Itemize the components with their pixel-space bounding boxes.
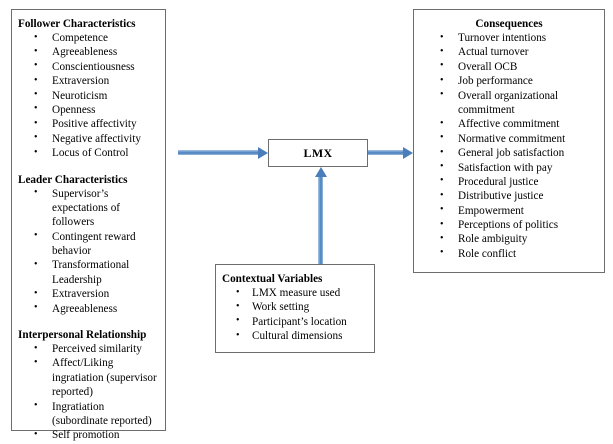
arrowhead-right-icon	[258, 146, 268, 159]
arrow-lmx-to-consequences	[368, 146, 413, 159]
list-item: General job satisfaction	[420, 146, 598, 161]
list-item: Conscientiousness	[18, 59, 159, 74]
list-item: Job performance	[420, 74, 598, 89]
group-leader-characteristics: Leader Characteristics Supervisor’s expe…	[18, 173, 159, 317]
group-follower-characteristics: Follower Characteristics Competence Agre…	[18, 17, 159, 161]
list-item: Negative affectivity	[18, 131, 159, 146]
list-item: Perceptions of politics	[420, 218, 598, 233]
list-item: Normative commitment	[420, 131, 598, 146]
list-item: Extraversion	[18, 287, 159, 302]
list-item: Neuroticism	[18, 88, 159, 103]
contextual-variables-box: Contextual Variables LMX measure used Wo…	[215, 264, 375, 353]
group-title-consequences: Consequences	[475, 18, 543, 30]
list-leader-characteristics: Supervisor’s expectations of followers C…	[18, 186, 159, 317]
arrowhead-right-icon	[403, 146, 413, 159]
arrow-contextual-to-lmx	[314, 167, 327, 264]
list-item: Positive affectivity	[18, 117, 159, 132]
list-contextual-variables: LMX measure used Work setting Participan…	[222, 285, 368, 344]
list-item: Supervisor’s expectations of followers	[18, 186, 159, 230]
arrow-antecedents-to-lmx	[178, 146, 268, 159]
list-item: Affect/Liking ingratiation (supervisor r…	[18, 356, 159, 399]
list-item: Affective commitment	[420, 117, 598, 132]
list-item: Transformational Leadership	[18, 258, 159, 287]
list-item: Procedural justice	[420, 174, 598, 189]
list-item: LMX measure used	[222, 285, 368, 300]
list-follower-characteristics: Competence Agreeableness Conscientiousne…	[18, 30, 159, 161]
list-item: Satisfaction with pay	[420, 160, 598, 175]
list-item: Competence	[18, 30, 159, 45]
list-item: Overall organizational commitment	[420, 88, 598, 118]
list-item: Cultural dimensions	[222, 329, 368, 344]
group-title-contextual-variables: Contextual Variables	[222, 273, 323, 285]
list-item: Role conflict	[420, 246, 598, 261]
antecedents-box: Follower Characteristics Competence Agre…	[11, 9, 166, 444]
list-item: Openness	[18, 102, 159, 117]
list-item: Ingratiation (subordinate reported)	[18, 399, 159, 429]
lmx-label: LMX	[303, 145, 333, 160]
group-interpersonal-relationship: Interpersonal Relationship Perceived sim…	[18, 328, 159, 444]
list-item: Self promotion	[18, 428, 159, 443]
arrowhead-up-icon	[314, 167, 327, 177]
consequences-box: Consequences Turnover intentions Actual …	[413, 9, 605, 273]
group-spacer	[18, 161, 159, 173]
list-item: Locus of Control	[18, 146, 159, 161]
list-consequences: Turnover intentions Actual turnover Over…	[420, 30, 598, 261]
group-title-follower-characteristics: Follower Characteristics	[18, 18, 136, 30]
lmx-box: LMX	[268, 139, 368, 167]
list-item: Agreeableness	[18, 301, 159, 316]
list-item: Turnover intentions	[420, 30, 598, 45]
list-item: Agreeableness	[18, 45, 159, 60]
list-item: Actual turnover	[420, 45, 598, 60]
list-item: Extraversion	[18, 74, 159, 89]
list-item: Perceived similarity	[18, 342, 159, 357]
group-title-interpersonal-relationship: Interpersonal Relationship	[18, 329, 147, 342]
list-item: Role ambiguity	[420, 232, 598, 247]
list-item: Distributive justice	[420, 189, 598, 204]
list-item: Empowerment	[420, 203, 598, 218]
list-item: Contingent reward behavior	[18, 229, 159, 259]
group-spacer	[18, 316, 159, 328]
group-title-leader-characteristics: Leader Characteristics	[18, 173, 128, 186]
list-interpersonal-relationship: Perceived similarity Affect/Liking ingra…	[18, 342, 159, 444]
list-item: Participant’s location	[222, 314, 368, 329]
list-item: Work setting	[222, 300, 368, 315]
list-item: Overall OCB	[420, 59, 598, 74]
